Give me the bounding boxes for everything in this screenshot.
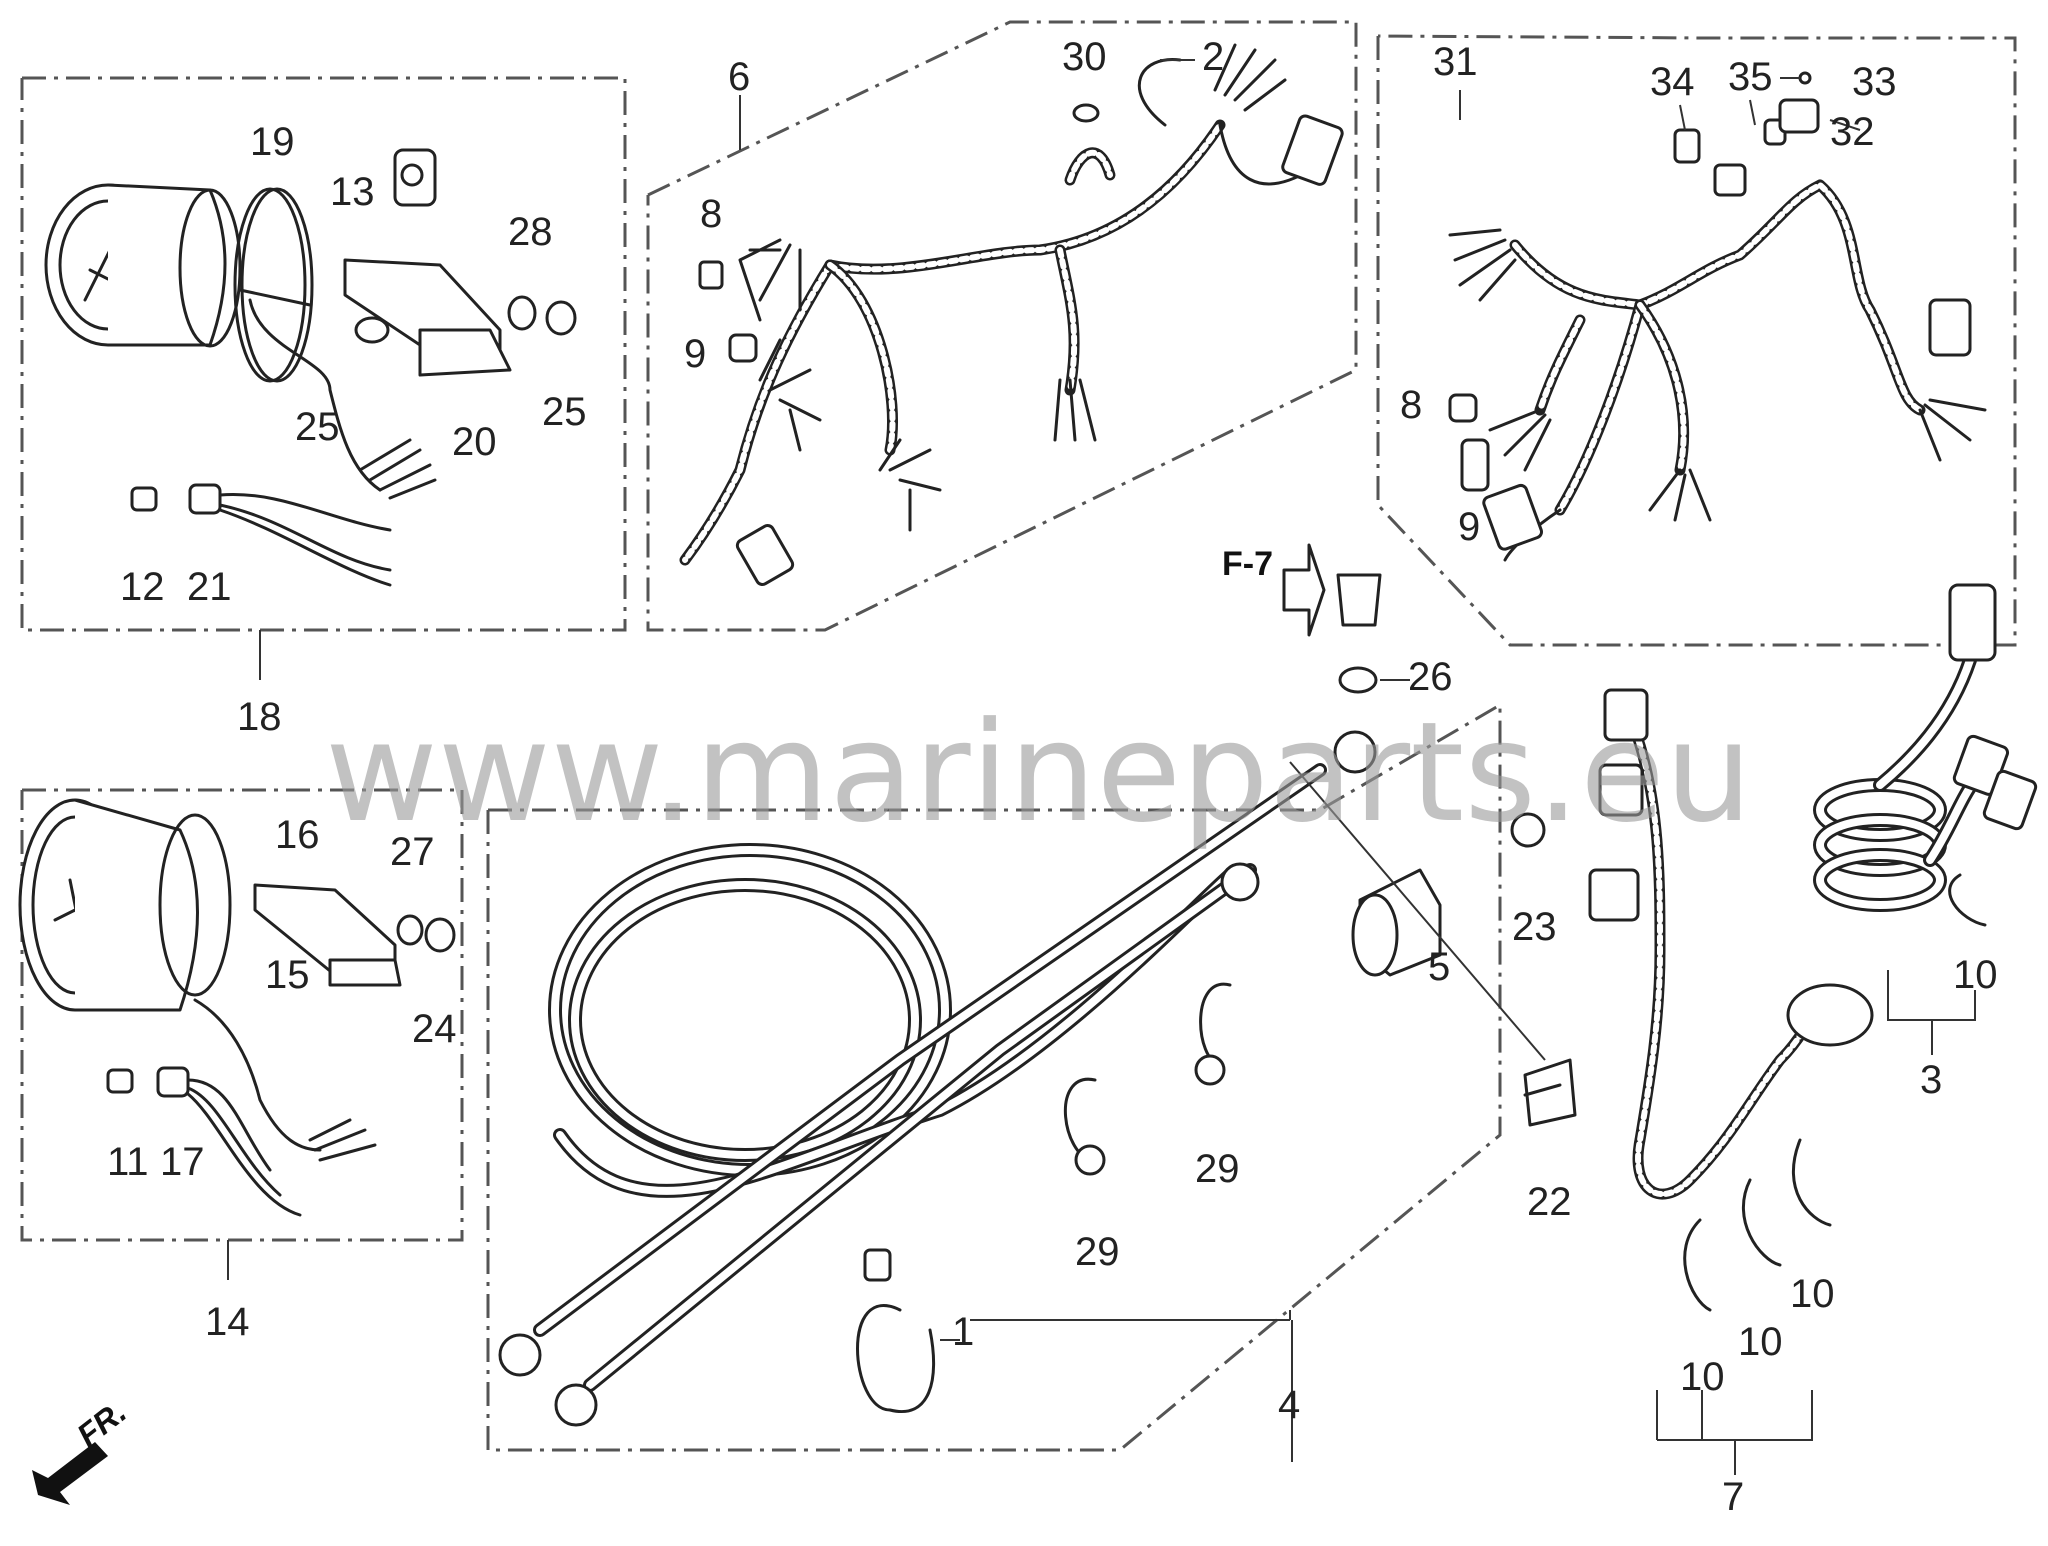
pin-33 xyxy=(1798,71,1812,85)
part-label-16: 16 xyxy=(275,813,320,857)
part-label-22: 22 xyxy=(1527,1180,1572,1224)
clip-13 xyxy=(393,148,437,207)
extension-cable-3 xyxy=(1813,583,2038,927)
part-label-11: 11 xyxy=(107,1140,149,1184)
part-label-32: 32 xyxy=(1830,110,1875,154)
part-label-6: 6 xyxy=(728,55,750,99)
part-label-33: 33 xyxy=(1852,60,1897,104)
part-label-34: 34 xyxy=(1650,60,1695,104)
part-label-26: 26 xyxy=(1408,655,1453,699)
part-label-2: 2 xyxy=(1202,35,1224,79)
socket-17 xyxy=(156,1066,190,1098)
part-label-7: 7 xyxy=(1722,1475,1744,1519)
clip-10b xyxy=(1683,1218,1712,1312)
part-label-9-top: 9 xyxy=(684,332,706,376)
front-arrow-label: FR. xyxy=(70,1393,133,1453)
terminal-ring-c xyxy=(1333,730,1377,774)
terminal-ring-d xyxy=(1220,862,1260,902)
clip-10c xyxy=(1742,1178,1782,1267)
clamp-29b xyxy=(1199,982,1232,1067)
clip-34 xyxy=(1673,128,1701,164)
part-label-10-c: 10 xyxy=(1738,1320,1783,1364)
part-label-12: 12 xyxy=(120,565,165,609)
part-label-8-right: 8 xyxy=(1400,383,1422,427)
part-label-29-left: 29 xyxy=(1075,1230,1120,1274)
washer-26 xyxy=(1338,666,1378,694)
part-label-28: 28 xyxy=(508,210,553,254)
part-label-17: 17 xyxy=(160,1140,205,1184)
band-1 xyxy=(856,1304,936,1413)
part-label-1: 1 xyxy=(952,1310,974,1354)
clip-30 xyxy=(1072,103,1100,123)
part-label-13: 13 xyxy=(330,170,375,214)
part-labels: 1 2 3 4 5 6 7 8 8 9 9 10 10 10 10 11 12 … xyxy=(107,35,1998,1519)
box-harness-6 xyxy=(646,20,1358,632)
extension-harness-7 xyxy=(1588,688,1874,1312)
part-label-9-right: 9 xyxy=(1458,505,1480,549)
group-boxes xyxy=(20,20,2017,1452)
connector-32 xyxy=(1778,98,1820,134)
sub-harness-6 xyxy=(679,43,1344,586)
terminal-cover-8a xyxy=(698,260,724,290)
nut-24 xyxy=(424,917,456,953)
grommet-f7 xyxy=(1336,573,1382,627)
part-label-18: 18 xyxy=(237,695,282,739)
bulb-11 xyxy=(106,1068,134,1094)
socket-21 xyxy=(188,483,222,515)
nut-23 xyxy=(1510,812,1546,848)
cap-9a xyxy=(728,333,758,363)
washer-27 xyxy=(396,914,424,946)
terminal-ring-b xyxy=(554,1383,598,1427)
front-arrow-icon xyxy=(32,1442,108,1505)
part-label-35: 35 xyxy=(1728,55,1773,99)
clip-10a xyxy=(1948,873,1987,927)
part-label-27: 27 xyxy=(390,830,435,874)
box-cable-4 xyxy=(486,702,1502,1452)
part-label-30: 30 xyxy=(1062,35,1107,79)
box-meter-group-14 xyxy=(20,788,464,1242)
part-label-23: 23 xyxy=(1512,905,1557,949)
meter-assembly-bottom xyxy=(18,798,456,1217)
reference-label-f7: F-7 xyxy=(1222,545,1273,583)
washer-28 xyxy=(507,295,537,331)
meter-assembly-top xyxy=(44,148,577,587)
part-label-8-top: 8 xyxy=(700,192,722,236)
o-ring-19 xyxy=(233,187,307,383)
switch-7 xyxy=(1786,983,1874,1047)
part-label-24: 24 xyxy=(412,1007,457,1051)
bulb-12 xyxy=(130,486,158,512)
part-label-15: 15 xyxy=(265,953,310,997)
battery-cable-assembly xyxy=(498,543,1577,1427)
part-label-21: 21 xyxy=(187,565,232,609)
part-label-25-right: 25 xyxy=(542,390,587,434)
washer-25a xyxy=(354,316,390,344)
cover-9b xyxy=(1460,438,1490,492)
front-arrow: FR. xyxy=(32,1393,133,1505)
part-label-19: 19 xyxy=(250,120,295,164)
part-label-20: 20 xyxy=(452,420,497,464)
box-meter-group-18 xyxy=(20,76,627,632)
part-label-3: 3 xyxy=(1920,1058,1942,1102)
leader-lines xyxy=(227,59,1976,1475)
part-label-10-d: 10 xyxy=(1790,1272,1835,1316)
watermark: www.marineparts.eu xyxy=(325,692,1752,853)
bolt-22 xyxy=(1523,1058,1577,1127)
nut-25b xyxy=(545,300,577,336)
part-label-31: 31 xyxy=(1433,40,1478,84)
part-label-14: 14 xyxy=(205,1300,250,1344)
part-label-25-left: 25 xyxy=(295,405,340,449)
arrow-f7 xyxy=(1282,543,1326,637)
part-label-5: 5 xyxy=(1428,945,1450,989)
cap-8b xyxy=(1448,393,1478,423)
band-2 xyxy=(1137,58,1182,127)
terminal-ring-a xyxy=(498,1333,542,1377)
box-harness-31 xyxy=(1376,34,2017,647)
part-label-29-right: 29 xyxy=(1195,1147,1240,1191)
sub-harness-31 xyxy=(1448,71,1987,562)
clip-10d xyxy=(1792,1138,1832,1227)
part-label-10-a: 10 xyxy=(1953,953,1998,997)
part-label-10-b: 10 xyxy=(1680,1355,1725,1399)
part-label-4: 4 xyxy=(1278,1383,1300,1427)
